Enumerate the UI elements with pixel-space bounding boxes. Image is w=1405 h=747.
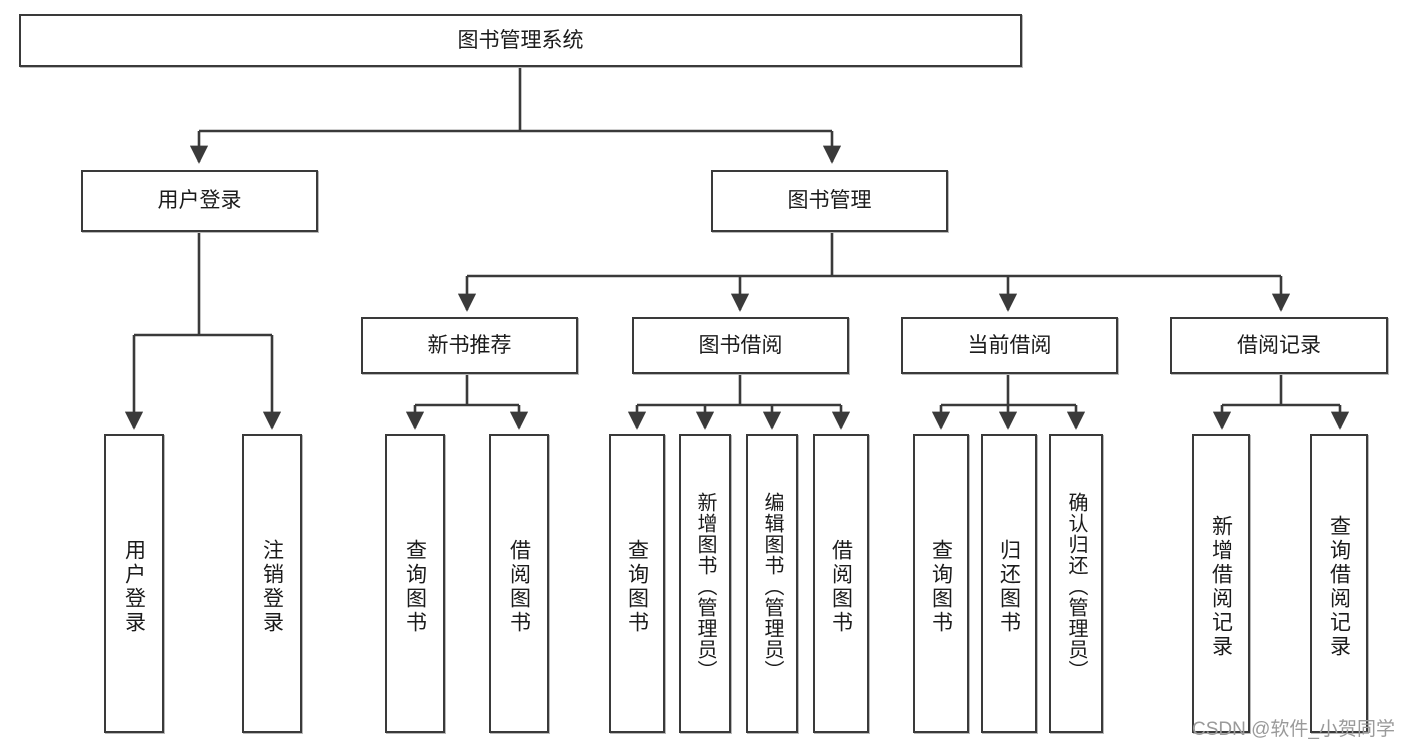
node-new-book-recommend-label: 新书推荐 — [427, 333, 512, 357]
leaf-query-borrow-record-label: 查询借阅记录 — [1327, 514, 1351, 659]
node-book-borrow[interactable]: 图书借阅 — [632, 317, 849, 374]
csdn-watermark: CSDN @软件_小贺同学 — [1192, 719, 1395, 740]
leaf-confirm-return-admin-label: 确认归还（管理员） — [1065, 492, 1087, 681]
node-borrow-records[interactable]: 借阅记录 — [1170, 317, 1388, 374]
leaf-return-book-label: 归还图书 — [997, 538, 1021, 635]
node-borrow-records-label: 借阅记录 — [1237, 333, 1321, 357]
leaf-logout-label: 注销登录 — [260, 538, 284, 635]
leaf-user-login-label: 用户登录 — [122, 538, 146, 635]
node-root-label: 图书管理系统 — [457, 28, 584, 52]
leaf-query-borrow-record[interactable]: 查询借阅记录 — [1310, 434, 1368, 733]
leaf-add-book-admin-label: 新增图书（管理员） — [694, 492, 716, 681]
leaf-query-book-1[interactable]: 查询图书 — [385, 434, 445, 733]
leaf-borrow-book-1[interactable]: 借阅图书 — [489, 434, 549, 733]
leaf-add-book-admin[interactable]: 新增图书（管理员） — [679, 434, 731, 733]
leaf-query-book-3-label: 查询图书 — [929, 538, 953, 635]
node-user-login-label: 用户登录 — [157, 189, 242, 213]
node-root[interactable]: 图书管理系统 — [19, 14, 1022, 67]
leaf-query-book-2-label: 查询图书 — [625, 538, 649, 635]
leaf-add-borrow-record-label: 新增借阅记录 — [1209, 514, 1233, 659]
leaf-logout[interactable]: 注销登录 — [242, 434, 302, 733]
node-user-login[interactable]: 用户登录 — [81, 170, 318, 232]
leaf-borrow-book-1-label: 借阅图书 — [507, 538, 531, 635]
node-book-management-label: 图书管理 — [787, 189, 872, 213]
node-new-book-recommend[interactable]: 新书推荐 — [361, 317, 578, 374]
leaf-add-borrow-record[interactable]: 新增借阅记录 — [1192, 434, 1250, 733]
leaf-borrow-book-2-label: 借阅图书 — [829, 538, 853, 635]
leaf-return-book[interactable]: 归还图书 — [981, 434, 1037, 733]
leaf-user-login[interactable]: 用户登录 — [104, 434, 164, 733]
leaf-query-book-2[interactable]: 查询图书 — [609, 434, 665, 733]
leaf-edit-book-admin[interactable]: 编辑图书（管理员） — [746, 434, 798, 733]
leaf-confirm-return-admin[interactable]: 确认归还（管理员） — [1049, 434, 1103, 733]
leaf-query-book-1-label: 查询图书 — [403, 538, 427, 635]
node-book-borrow-label: 图书借阅 — [698, 333, 783, 357]
node-current-borrow-label: 当前借阅 — [967, 333, 1052, 357]
node-book-management[interactable]: 图书管理 — [711, 170, 948, 232]
leaf-borrow-book-2[interactable]: 借阅图书 — [813, 434, 869, 733]
leaf-edit-book-admin-label: 编辑图书（管理员） — [761, 492, 783, 681]
node-current-borrow[interactable]: 当前借阅 — [901, 317, 1118, 374]
leaf-query-book-3[interactable]: 查询图书 — [913, 434, 969, 733]
